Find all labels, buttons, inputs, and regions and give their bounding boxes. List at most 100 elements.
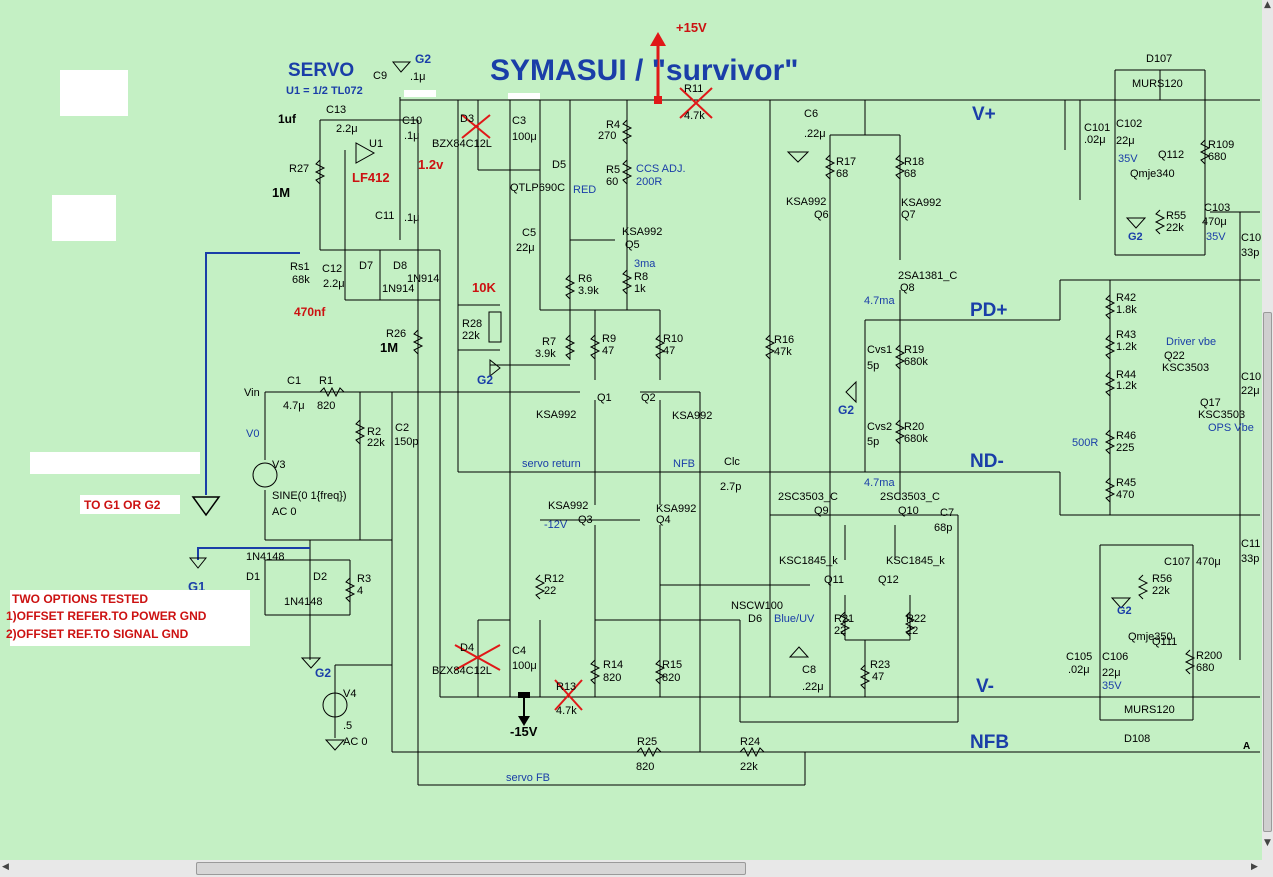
svg-text:22k: 22k	[1152, 585, 1170, 597]
svg-text:servo return: servo return	[522, 458, 581, 470]
svg-text:C12: C12	[322, 263, 342, 275]
svg-text:R11: R11	[684, 83, 703, 95]
scroll-up-icon[interactable]: ▲	[1264, 0, 1271, 10]
svg-text:2SA1381_C: 2SA1381_C	[898, 270, 957, 282]
diagram-title: SYMASUI / "survivor"	[490, 54, 799, 87]
svg-text:2.2μ: 2.2μ	[336, 123, 358, 135]
crossed-out-marks	[454, 87, 713, 711]
svg-text:Q7: Q7	[901, 209, 916, 221]
svg-text:Q4: Q4	[656, 514, 671, 526]
svg-text:ND-: ND-	[970, 451, 1004, 472]
svg-text:KSA992: KSA992	[622, 226, 662, 238]
svg-text:820: 820	[317, 400, 335, 412]
vertical-scrollbar-thumb[interactable]	[1263, 312, 1272, 832]
svg-text:Q17: Q17	[1200, 397, 1221, 409]
svg-text:2.7p: 2.7p	[720, 481, 741, 493]
svg-text:4.7k: 4.7k	[556, 705, 577, 717]
svg-text:R26: R26	[386, 328, 406, 340]
horizontal-scrollbar-thumb[interactable]	[196, 862, 746, 875]
svg-text:100μ: 100μ	[512, 660, 537, 672]
resistors	[314, 119, 1211, 758]
svg-text:G2: G2	[415, 52, 431, 66]
svg-text:22: 22	[544, 585, 556, 597]
svg-text:5p: 5p	[867, 360, 879, 372]
svg-text:500R: 500R	[1072, 437, 1098, 449]
svg-text:1N914: 1N914	[407, 273, 439, 285]
svg-text:R15: R15	[662, 659, 682, 671]
svg-text:680k: 680k	[904, 356, 928, 368]
plus15-arrow	[650, 32, 666, 104]
svg-text:R3: R3	[357, 573, 371, 585]
svg-text:R27: R27	[289, 163, 309, 175]
svg-text:U1: U1	[369, 138, 383, 150]
svg-text:R43: R43	[1116, 329, 1136, 341]
svg-text:47: 47	[872, 671, 884, 683]
svg-text:33p: 33p	[1241, 247, 1259, 259]
svg-text:D4: D4	[460, 642, 474, 654]
scroll-left-icon[interactable]: ◀	[2, 862, 9, 872]
svg-text:D8: D8	[393, 260, 407, 272]
svg-text:4.7μ: 4.7μ	[283, 400, 305, 412]
svg-text:270: 270	[598, 130, 616, 142]
svg-text:22μ: 22μ	[1241, 385, 1260, 397]
svg-text:680k: 680k	[904, 433, 928, 445]
ground-symbols	[188, 61, 1147, 751]
svg-text:NSCW100: NSCW100	[731, 600, 783, 612]
schematic-canvas: SYMASUI / "survivor" SERVO U1 = 1/2 TL07…	[0, 0, 1263, 861]
opamp-icon	[355, 142, 376, 164]
svg-text:.22μ: .22μ	[804, 128, 826, 140]
svg-text:D1: D1	[246, 571, 260, 583]
svg-text:22k: 22k	[367, 437, 385, 449]
svg-text:Q3: Q3	[578, 514, 593, 526]
svg-text:470nf: 470nf	[294, 305, 326, 319]
svg-text:1uf: 1uf	[278, 112, 297, 126]
svg-text:D5: D5	[552, 159, 566, 171]
svg-text:3ma: 3ma	[634, 258, 656, 270]
svg-text:C9: C9	[373, 70, 387, 82]
svg-text:R109: R109	[1208, 139, 1234, 151]
white-patch	[30, 452, 200, 474]
svg-text:820: 820	[636, 761, 654, 773]
svg-text:D7: D7	[359, 260, 373, 272]
svg-text:Clc: Clc	[724, 456, 740, 468]
svg-text:D6: D6	[748, 613, 762, 625]
svg-text:V0: V0	[246, 428, 259, 440]
svg-text:.02μ: .02μ	[1068, 664, 1090, 676]
svg-text:.1μ: .1μ	[410, 71, 426, 83]
svg-text:OPS Vbe: OPS Vbe	[1208, 422, 1254, 434]
svg-text:Rs1: Rs1	[290, 261, 310, 273]
scroll-down-icon[interactable]: ▼	[1264, 838, 1271, 848]
svg-text:680: 680	[1196, 662, 1214, 674]
svg-text:BZX84C12L: BZX84C12L	[432, 665, 492, 677]
svg-text:1.8k: 1.8k	[1116, 304, 1137, 316]
svg-text:R23: R23	[870, 659, 890, 671]
svg-text:1N914: 1N914	[382, 283, 414, 295]
svg-text:R200: R200	[1196, 650, 1222, 662]
svg-text:1.2v: 1.2v	[418, 157, 444, 172]
svg-text:KSA992: KSA992	[656, 503, 696, 515]
svg-text:C107: C107	[1164, 556, 1190, 568]
svg-text:C10: C10	[1241, 371, 1261, 383]
svg-text:680: 680	[1208, 151, 1226, 163]
svg-text:C103: C103	[1204, 202, 1230, 214]
svg-text:200R: 200R	[636, 176, 662, 188]
svg-text:R44: R44	[1116, 369, 1136, 381]
svg-text:225: 225	[1116, 442, 1134, 454]
svg-text:2.2μ: 2.2μ	[323, 278, 345, 290]
svg-text:Qmje350: Qmje350	[1128, 631, 1173, 643]
svg-text:Q111: Q111	[1152, 636, 1177, 648]
svg-text:AC 0: AC 0	[272, 506, 296, 518]
svg-text:.1μ: .1μ	[404, 212, 420, 224]
svg-text:Q6: Q6	[814, 209, 829, 221]
servo-ground-wires	[197, 252, 310, 560]
svg-text:BZX84C12L: BZX84C12L	[432, 138, 492, 150]
svg-text:35V: 35V	[1206, 231, 1226, 243]
svg-text:68k: 68k	[292, 274, 310, 286]
svg-text:R28: R28	[462, 318, 482, 330]
scroll-right-icon[interactable]: ▶	[1251, 862, 1258, 872]
svg-text:22k: 22k	[740, 761, 758, 773]
schematic-svg: SYMASUI / "survivor" SERVO U1 = 1/2 TL07…	[6, 20, 1261, 786]
labels: SYMASUI / "survivor" SERVO U1 = 1/2 TL07…	[6, 20, 1261, 784]
svg-text:TWO OPTIONS TESTED: TWO OPTIONS TESTED	[12, 592, 148, 606]
svg-text:C10: C10	[402, 115, 422, 127]
